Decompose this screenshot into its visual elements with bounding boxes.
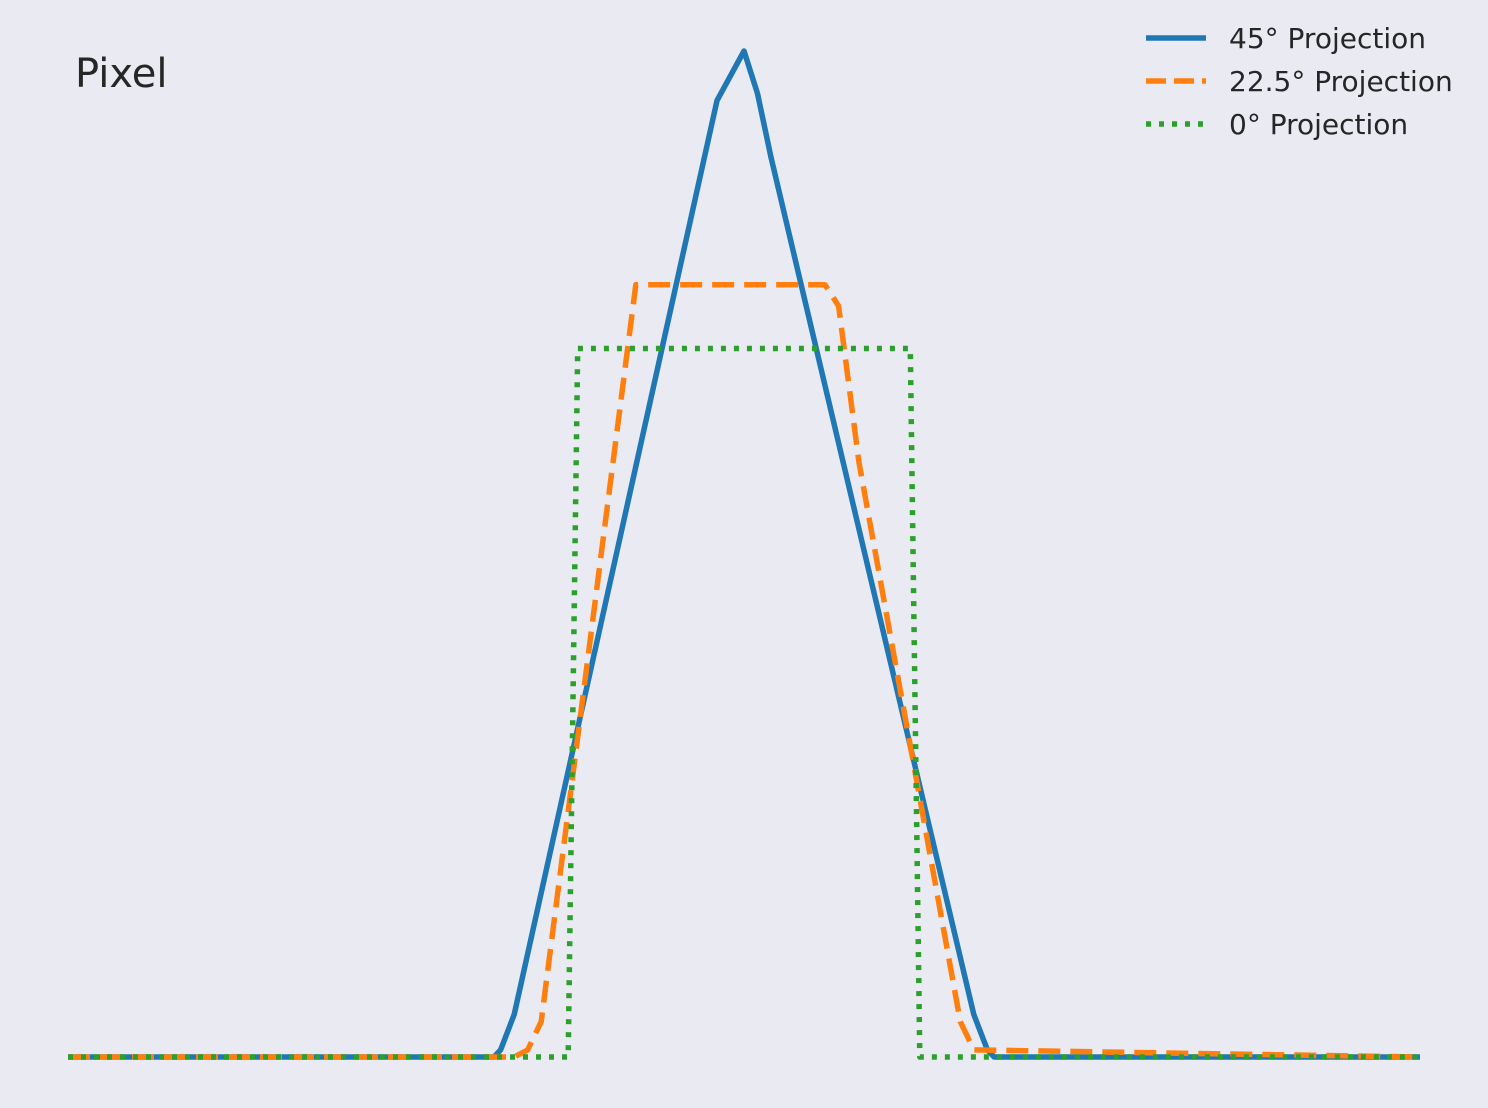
legend-label-1: 22.5° Projection [1229, 65, 1453, 98]
legend: 45° Projection 22.5° Projection 0° Project… [1146, 22, 1453, 141]
series-lines [68, 48, 1421, 1060]
legend-label-0: 45° Projection [1229, 22, 1426, 55]
legend-label-2: 0° Projection [1229, 108, 1408, 141]
series-line-2 [68, 345, 1420, 1060]
corner-annotation: Pixel [75, 51, 168, 97]
series-line-0 [68, 48, 1420, 1060]
series-line-1 [68, 282, 1421, 1060]
